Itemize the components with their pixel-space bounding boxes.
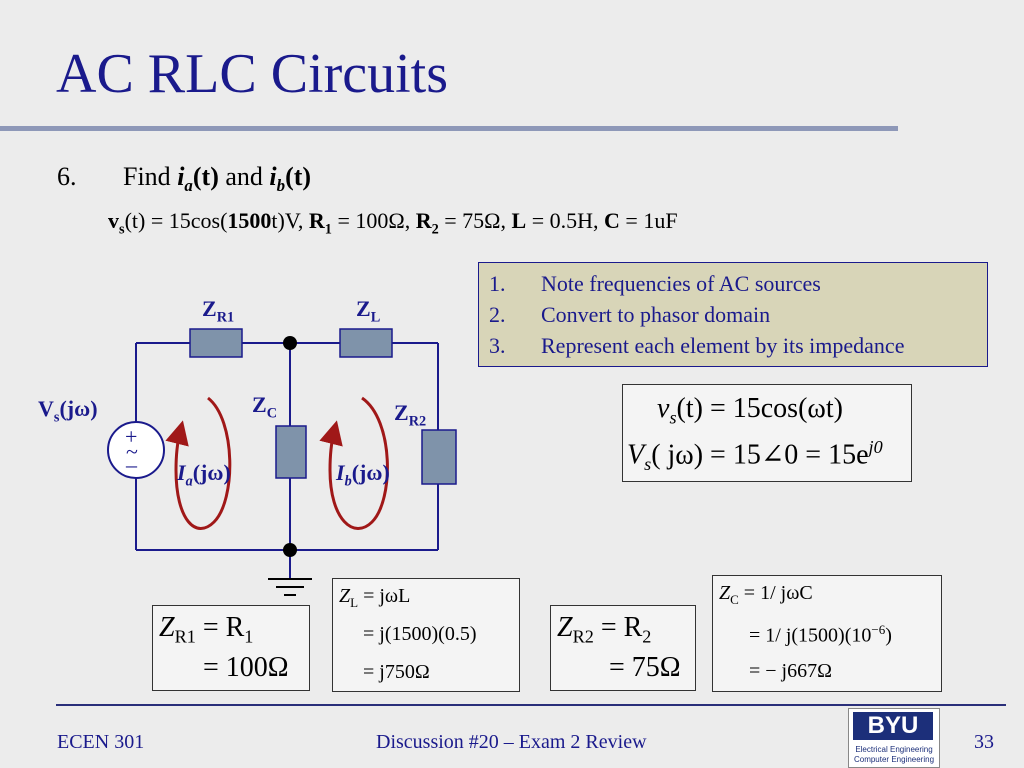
- step-item: 2. Convert to phasor domain: [489, 302, 770, 328]
- step-text: Note frequencies of AC sources: [541, 271, 821, 296]
- ib-symbol: i: [269, 162, 277, 191]
- footer-divider: [56, 704, 1006, 706]
- step-number: 2.: [489, 302, 506, 327]
- steps-box: 1. Note frequencies of AC sources 2. Conve…: [478, 262, 988, 367]
- label-ia: Ia(jω): [177, 460, 231, 490]
- slide-title: AC RLC Circuits: [56, 43, 449, 105]
- c-value: = 1uF: [625, 208, 678, 233]
- source-circle: [107, 421, 165, 479]
- r2-sub: 2: [431, 221, 439, 238]
- zc-equation-box: ZC = 1/ jωC = 1/ j(1500)(10−6) = − j667Ω: [712, 575, 942, 692]
- r2-label: R: [415, 208, 432, 233]
- r1-sub: 1: [324, 221, 332, 238]
- source-tilde: ~: [126, 439, 138, 464]
- ia-symbol: i: [177, 162, 185, 191]
- zr1-equation-box: ZR1 = R1 = 100Ω: [152, 605, 310, 691]
- vs-equation-box: vs(t) = 15cos(ωt) Vs( jω) = 15∠0 = 15ej0: [622, 384, 912, 482]
- label-zr2: ZR2: [394, 400, 427, 430]
- zl-line1: ZL = jωL: [339, 585, 411, 610]
- zr2-line1: ZR2 = R2: [557, 612, 652, 647]
- byu-logo-text: BYU: [853, 712, 933, 740]
- byu-logo-line1: Electrical Engineering: [855, 745, 933, 754]
- ground-icon: [268, 578, 312, 596]
- zr2-line2: = 75Ω: [609, 652, 681, 683]
- label-zr1: ZR1: [202, 296, 235, 326]
- label-zc: ZC: [252, 392, 278, 422]
- step-item: 1. Note frequencies of AC sources: [489, 271, 821, 297]
- label-ib: Ib(jω): [336, 460, 390, 490]
- find-text: Find: [123, 162, 171, 191]
- r2-value: = 75Ω,: [444, 208, 507, 233]
- byu-logo-line2: Computer Engineering: [853, 755, 935, 764]
- loop-arrow-b: [319, 396, 389, 530]
- step-text: Convert to phasor domain: [541, 302, 771, 327]
- r1-label: R: [308, 208, 325, 233]
- vs-tail: t)V,: [271, 208, 304, 233]
- label-zl: ZL: [356, 296, 381, 326]
- vs-time-equation: vs(t) = 15cos(ωt): [657, 393, 843, 428]
- ib-subscript: b: [276, 176, 286, 196]
- problem-statement: Find ia(t) and ib(t): [123, 162, 311, 196]
- step-number: 1.: [489, 271, 506, 296]
- given-values: vs(t) = 15cos(1500t)V, R1 = 100Ω, R2 = 7…: [108, 208, 678, 238]
- footer-course: ECEN 301: [57, 731, 145, 753]
- source-minus: –: [126, 452, 137, 477]
- capacitor-c: [275, 425, 307, 479]
- inductor-l: [339, 328, 393, 358]
- zr1-line2: = 100Ω: [203, 652, 289, 683]
- c-label: C: [604, 208, 620, 233]
- resistor-r2: [421, 429, 457, 485]
- ia-subscript: a: [184, 176, 193, 196]
- zl-line3: = j750Ω: [363, 661, 430, 683]
- r1-value: = 100Ω,: [337, 208, 411, 233]
- footer-center: Discussion #20 – Exam 2 Review: [376, 731, 647, 753]
- ia-arg: (t): [192, 162, 219, 191]
- slide-number: 33: [974, 731, 994, 753]
- zc-line3: = − j667Ω: [749, 660, 832, 682]
- zr2-equation-box: ZR2 = R2 = 75Ω: [550, 605, 696, 691]
- byu-logo: BYU Electrical Engineering Computer Engi…: [848, 708, 940, 768]
- ib-arg: (t): [285, 162, 312, 191]
- loop-arrow-a: [165, 396, 232, 530]
- zc-line2: = 1/ j(1500)(10−6): [749, 622, 892, 647]
- step-number: 3.: [489, 333, 506, 358]
- and-text: and: [225, 162, 263, 191]
- zr1-line1: ZR1 = R1: [159, 612, 254, 647]
- zl-line2: = j(1500)(0.5): [363, 623, 477, 645]
- vs-eq: (t) = 15cos(: [124, 208, 228, 233]
- resistor-r1: [189, 328, 243, 358]
- vs-label: v: [108, 208, 119, 233]
- node-bottom: [283, 543, 297, 557]
- vs-freq: 1500: [227, 208, 272, 233]
- vs-phasor-equation: Vs( jω) = 15∠0 = 15ej0: [627, 437, 883, 474]
- l-label: L: [511, 208, 527, 233]
- step-text: Represent each element by its impedance: [541, 333, 905, 358]
- zl-equation-box: ZL = jωL = j(1500)(0.5) = j750Ω: [332, 578, 520, 692]
- problem-number: 6.: [57, 162, 77, 191]
- label-vs: Vs(jω): [38, 396, 98, 426]
- vs-sub: s: [119, 221, 125, 238]
- zc-line1: ZC = 1/ jωC: [719, 582, 813, 607]
- step-item: 3. Represent each element by its impedanc…: [489, 333, 904, 359]
- title-divider: [0, 126, 898, 131]
- node-top: [283, 336, 297, 350]
- l-value: = 0.5H,: [531, 208, 599, 233]
- source-plus: +: [125, 424, 138, 449]
